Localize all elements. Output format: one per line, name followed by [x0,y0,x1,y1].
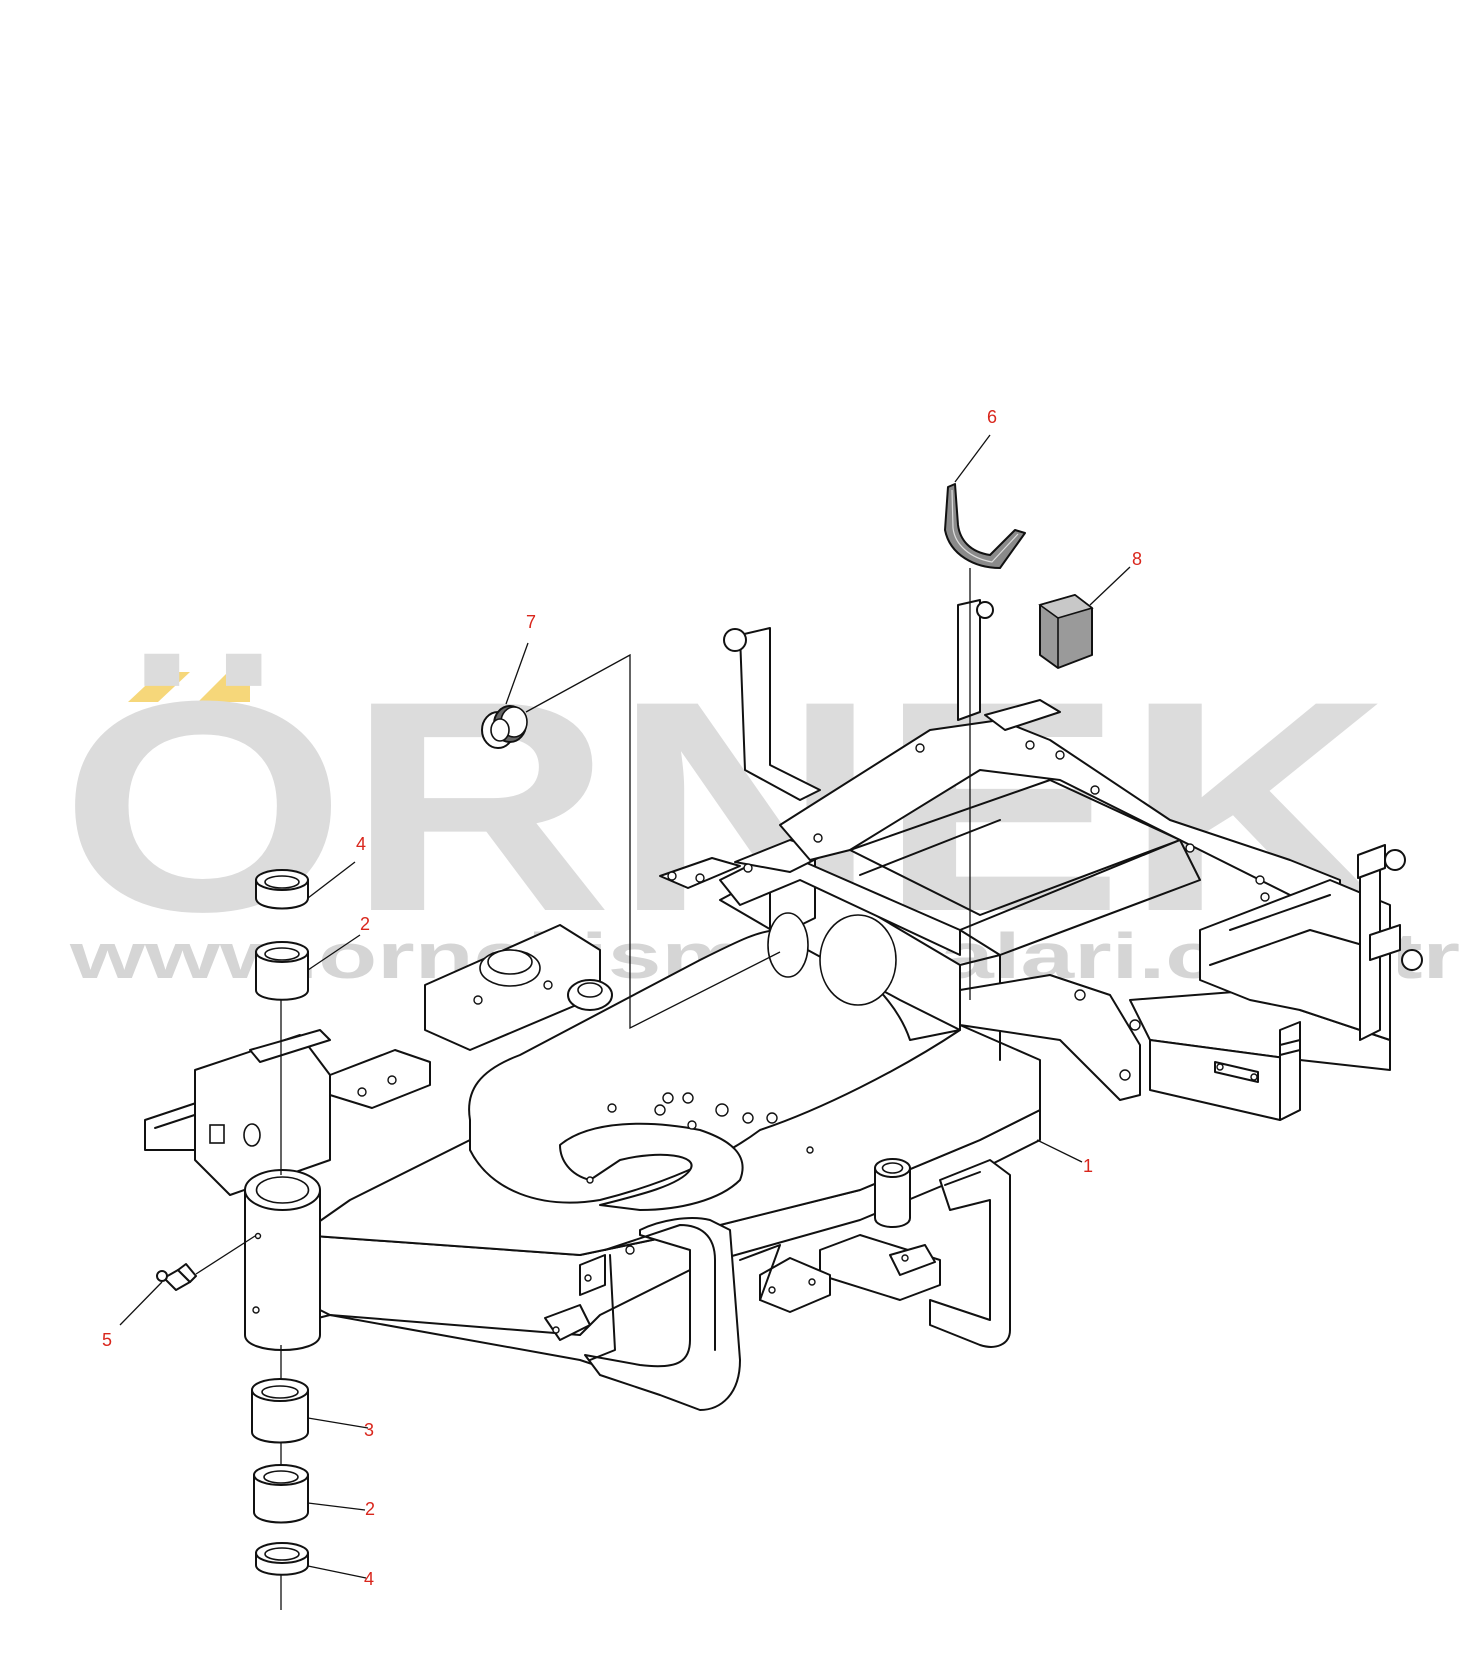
callout-3: 3 [364,1420,374,1440]
kingpost [244,1169,321,1351]
part-5-grease-nipple [156,1235,256,1291]
callout-8: 8 [1132,549,1142,569]
watermark-brand: ÖRNEK [60,638,1390,974]
leader-lines [119,434,1131,1579]
callout-4-upper: 4 [356,834,366,854]
watermark: ÖRNEK www.ornekismakinalari.com.tr [60,638,1460,992]
callout-6: 6 [987,407,997,427]
callout-2-upper: 2 [360,914,370,934]
callout-7: 7 [526,612,536,632]
callout-5: 5 [102,1330,112,1350]
watermark-umlaut-left [128,672,190,702]
callout-4-lower: 4 [364,1569,374,1589]
part-2-bushing-upper [255,941,309,1001]
part-3-bushing [251,1378,309,1444]
part-2-bushing-lower [253,1464,309,1524]
part-7-grommet [481,653,781,1030]
callout-1: 1 [1083,1156,1093,1176]
deck-holes [813,740,1270,902]
main-frame [144,599,1423,1411]
watermark-umlaut-right [198,672,250,702]
callouts: 1 2 2 3 4 4 5 6 7 8 [102,407,1142,1589]
part-6-rubber-strip [944,483,1026,1000]
callout-2-lower: 2 [365,1499,375,1519]
part-4-ring-lower [255,1542,309,1576]
part-8-pad [1038,594,1094,669]
plate-holes [586,1092,814,1184]
part-4-ring-upper [255,869,309,910]
